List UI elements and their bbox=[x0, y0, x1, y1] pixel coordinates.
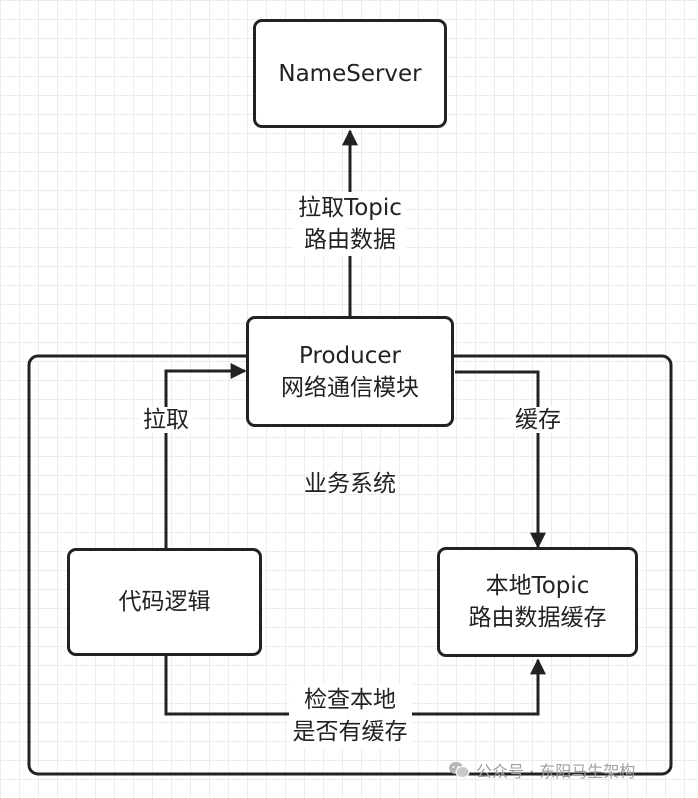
nameserver-label: NameServer bbox=[278, 60, 422, 87]
edge-label-cache-text: 缓存 bbox=[511, 407, 565, 433]
producer-line2: 网络通信模块 bbox=[281, 374, 419, 401]
local-cache-line2: 路由数据缓存 bbox=[468, 605, 607, 631]
edge-label-cache: 缓存 bbox=[498, 404, 578, 436]
producer-line1: Producer bbox=[299, 342, 401, 369]
edge-label-check-line1: 检查本地 bbox=[304, 687, 396, 713]
edge-label-pull-topic-line1: 拉取Topic bbox=[298, 195, 402, 221]
edge-label-pull: 拉取 bbox=[126, 404, 206, 436]
local-cache-node: 本地Topic 路由数据缓存 bbox=[437, 547, 638, 657]
code-logic-label: 代码逻辑 bbox=[118, 589, 211, 615]
edge-label-check-line2: 是否有缓存 bbox=[292, 719, 408, 745]
container-label: 业务系统 bbox=[304, 471, 396, 497]
producer-node: Producer 网络通信模块 bbox=[246, 316, 454, 427]
wechat-icon bbox=[449, 762, 470, 778]
local-cache-line1: 本地Topic bbox=[485, 573, 590, 599]
watermark-text: 公众号 · 东阳马生架构 bbox=[476, 762, 636, 781]
edge-code-to-producer bbox=[164, 363, 247, 549]
code-logic-node: 代码逻辑 bbox=[67, 548, 262, 656]
edge-label-pull-text: 拉取 bbox=[139, 407, 193, 433]
edge-label-pull-topic-line2: 路由数据 bbox=[303, 227, 396, 253]
nameserver-node: NameServer bbox=[253, 19, 447, 128]
edge-label-check: 检查本地 是否有缓存 bbox=[260, 684, 440, 748]
edge-label-pull-topic: 拉取Topic 路由数据 bbox=[260, 192, 440, 256]
watermark: 公众号 · 东阳马生架构 bbox=[448, 758, 635, 782]
edge-producer-to-cache bbox=[455, 370, 546, 549]
